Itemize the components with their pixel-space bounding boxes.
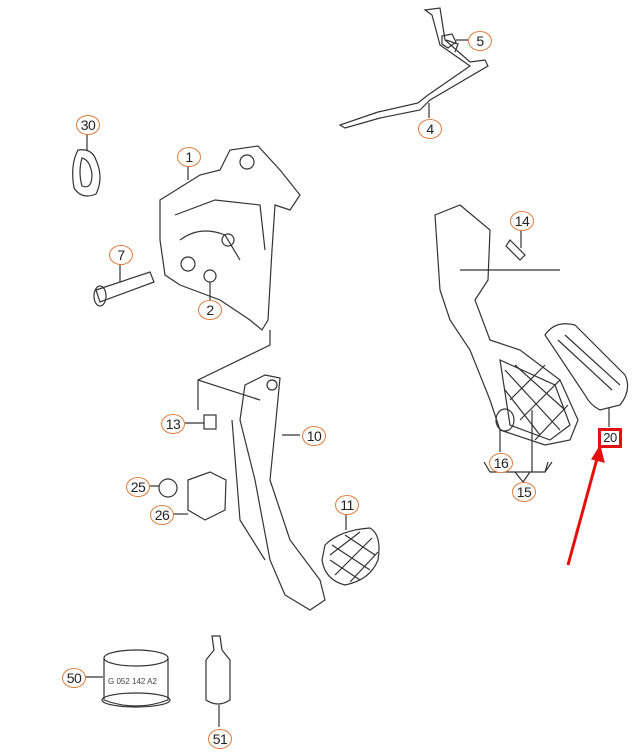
callout-51[interactable]: 51 xyxy=(208,729,232,749)
part-1-pedal-bracket xyxy=(159,145,301,331)
callout-16[interactable]: 16 xyxy=(489,453,513,473)
callout-11[interactable]: 11 xyxy=(335,495,359,515)
part-14-screw xyxy=(505,230,526,261)
part-4-wire-bracket xyxy=(338,7,489,129)
part-30-bushing xyxy=(72,133,101,197)
callout-5[interactable]: 5 xyxy=(468,31,492,51)
callout-13[interactable]: 13 xyxy=(161,414,185,434)
part-26-sensor xyxy=(172,471,227,521)
part-11-pedal-pad xyxy=(321,514,380,586)
part-15-accelerator-pedal-module xyxy=(434,204,579,446)
part-50-container xyxy=(84,649,171,708)
part-51-bottle xyxy=(205,635,231,727)
callout-14[interactable]: 14 xyxy=(510,211,534,231)
callout-2[interactable]: 2 xyxy=(198,300,222,320)
part-16-stop xyxy=(495,408,515,452)
part-2-nut xyxy=(203,269,217,300)
callout-50[interactable]: 50 xyxy=(62,668,86,688)
part-7-bolt xyxy=(93,263,155,307)
callout-4[interactable]: 4 xyxy=(418,119,442,139)
callout-15[interactable]: 15 xyxy=(512,482,536,502)
red-arrow-pointer xyxy=(566,444,605,566)
part-20-accelerator-pad xyxy=(544,323,629,427)
callout-30[interactable]: 30 xyxy=(76,115,100,135)
part-25-ring xyxy=(148,478,178,498)
callout-7[interactable]: 7 xyxy=(109,245,133,265)
callout-20-highlighted[interactable]: 20 xyxy=(598,428,622,448)
part-5-clip xyxy=(441,33,468,49)
callout-26[interactable]: 26 xyxy=(150,505,174,525)
part-13-pin xyxy=(185,414,217,430)
callout-1[interactable]: 1 xyxy=(177,147,201,167)
callout-25[interactable]: 25 xyxy=(126,477,150,497)
part-10-clutch-pedal xyxy=(231,374,326,611)
part-50-marking: G 052 142 A2 xyxy=(108,677,157,686)
callout-10[interactable]: 10 xyxy=(302,426,326,446)
